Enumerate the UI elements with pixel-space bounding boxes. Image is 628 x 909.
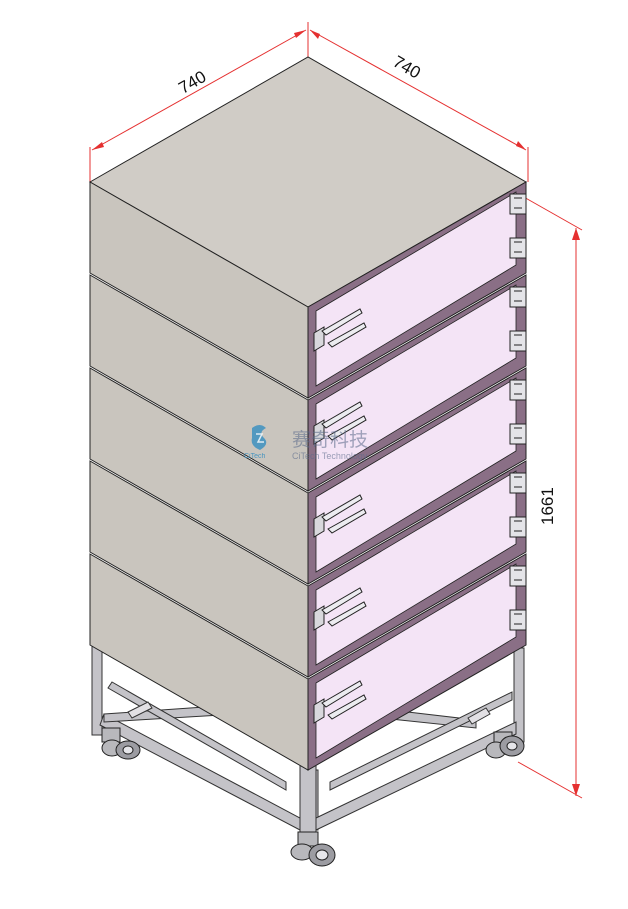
hinge-icon [509,423,527,445]
watermark: CiTech 赛奇科技 CiTech Technology [244,425,368,461]
hinge-icon [509,565,527,587]
drawer-door-panel [315,191,517,387]
latch-clamp-icon [313,419,325,445]
height-dimension-label: 1661 [538,487,557,525]
hinge-icon [509,516,527,538]
drawer-module [89,553,527,771]
drawer-module [89,181,527,399]
width-dimension [309,29,529,182]
drawer-door-panel [315,284,517,480]
citech-logo-icon [251,425,267,450]
drawer-module [89,274,527,492]
drawer-module [89,367,527,585]
hinge-icon [509,193,527,215]
depth-dimension [89,22,309,182]
latch-clamp-icon [313,512,325,538]
watermark-title: 赛奇科技 [292,429,368,451]
latch-handle-icon [321,308,367,348]
drawer-module [89,460,527,678]
hinge-icon [509,472,527,494]
latch-clamp-icon [313,605,325,631]
caster-front [290,831,336,867]
latch-handle-icon [321,494,367,534]
latch-handle-icon [321,587,367,627]
watermark-subtitle: CiTech Technology [292,451,368,461]
latch-clamp-icon [313,326,325,352]
latch-handle-icon [321,401,367,441]
drawer-door-panel [315,563,517,759]
drawer-stack [89,181,527,771]
hinge-icon [509,609,527,631]
watermark-logo-text: CiTech [244,453,266,460]
hinge-icon [509,237,527,259]
latch-clamp-icon [313,698,325,724]
height-dimension [517,195,583,799]
hinge-icon [509,286,527,308]
hinge-icon [509,379,527,401]
depth-dimension-label: 740 [175,67,209,98]
drawer-door-panel [315,470,517,666]
stand-frame [91,643,525,836]
latch-handle-icon [321,680,367,720]
width-dimension-label: 740 [390,52,424,83]
drawer-door-panel [315,377,517,573]
hinge-icon [509,330,527,352]
caster-right [485,731,525,759]
caster-left [101,727,141,760]
